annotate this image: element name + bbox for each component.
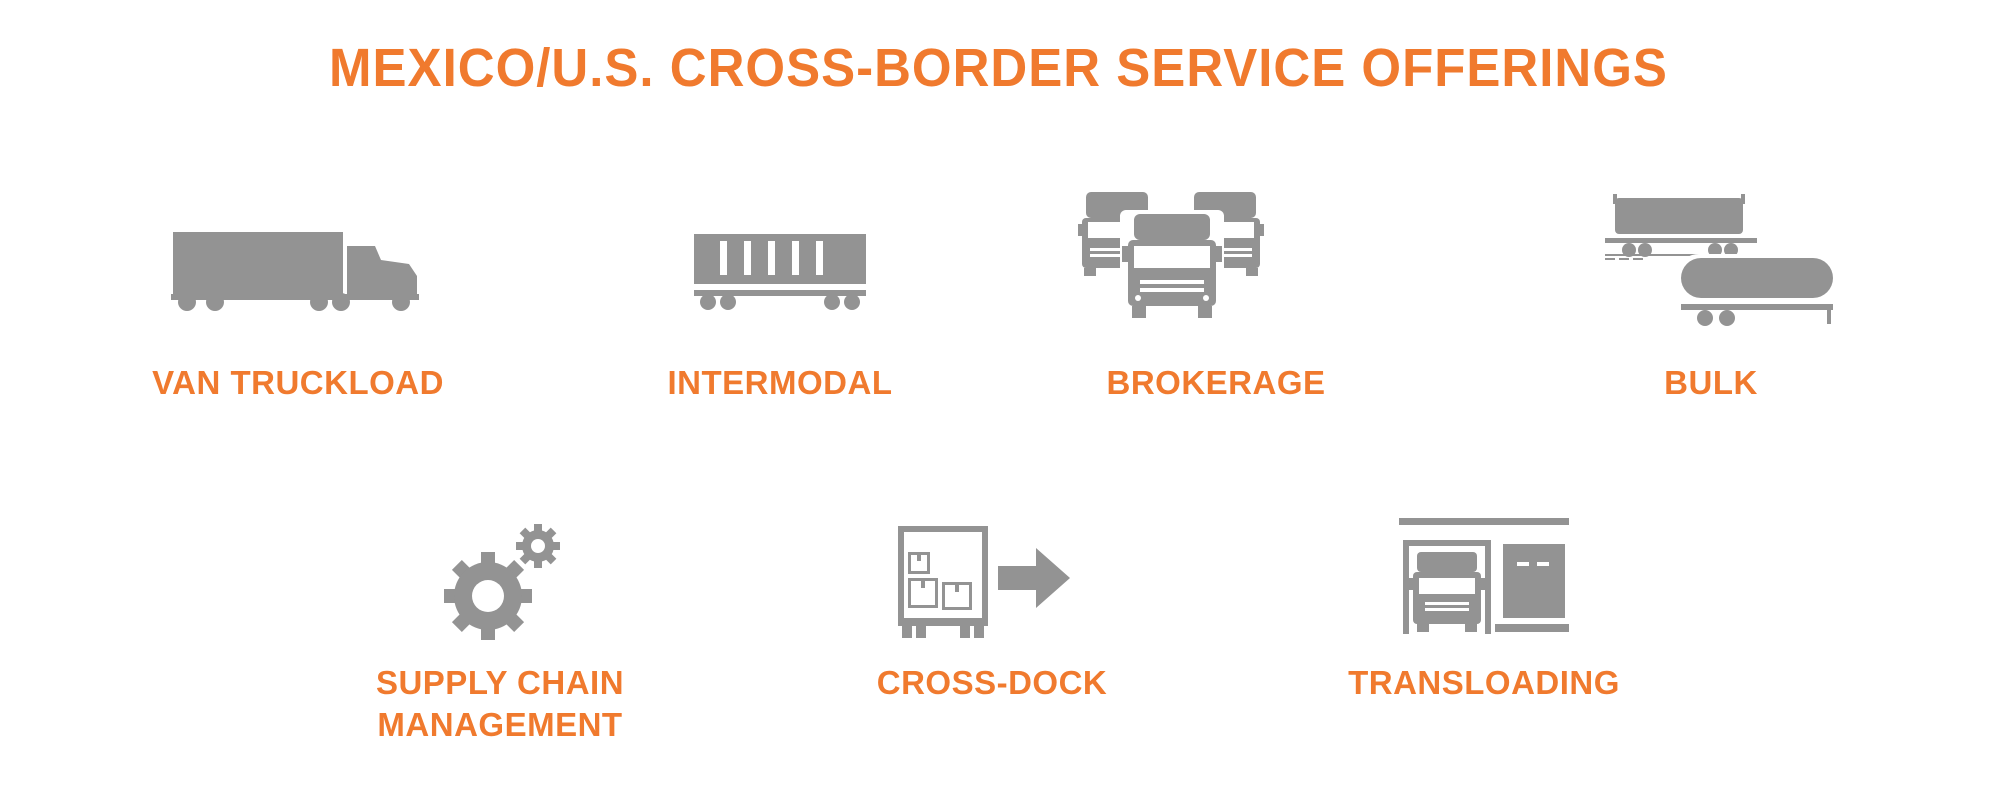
page-title: MEXICO/U.S. CROSS-BORDER SERVICE OFFERIN… bbox=[329, 37, 1668, 98]
service-intermodal: INTERMODAL bbox=[580, 170, 980, 410]
service-brokerage: BROKERAGE bbox=[1016, 170, 1416, 410]
service-van-truckload: VAN TRUCKLOAD bbox=[98, 170, 498, 410]
service-supply-chain-management: SUPPLY CHAIN MANAGEMENT bbox=[300, 520, 700, 760]
service-transloading: TRANSLOADING bbox=[1284, 518, 1684, 760]
service-label-bulk: BULK bbox=[1664, 364, 1758, 401]
cross-dock-icon bbox=[898, 526, 1070, 638]
service-bulk: BULK bbox=[1511, 170, 1911, 410]
tanker-railcar-icon bbox=[1605, 194, 1837, 326]
service-label-cross-dock: CROSS-DOCK bbox=[876, 664, 1108, 701]
service-label-transloading: TRANSLOADING bbox=[1348, 664, 1620, 701]
warehouse-dock-icon bbox=[1399, 518, 1569, 634]
gears-icon bbox=[444, 524, 560, 640]
service-label-line-1: SUPPLY CHAIN bbox=[375, 664, 625, 701]
service-label-van-truckload: VAN TRUCKLOAD bbox=[152, 364, 444, 401]
rail-container-icon bbox=[694, 234, 866, 310]
semi-truck-icon bbox=[171, 232, 419, 311]
service-label-brokerage: BROKERAGE bbox=[1106, 364, 1326, 401]
truck-fleet-icon bbox=[1078, 192, 1264, 326]
service-label-line-2: MANAGEMENT bbox=[377, 706, 623, 743]
service-cross-dock: CROSS-DOCK bbox=[792, 520, 1192, 760]
service-label-intermodal: INTERMODAL bbox=[667, 364, 893, 401]
service-label-supply-chain-management: SUPPLY CHAIN MANAGEMENT bbox=[300, 662, 700, 746]
